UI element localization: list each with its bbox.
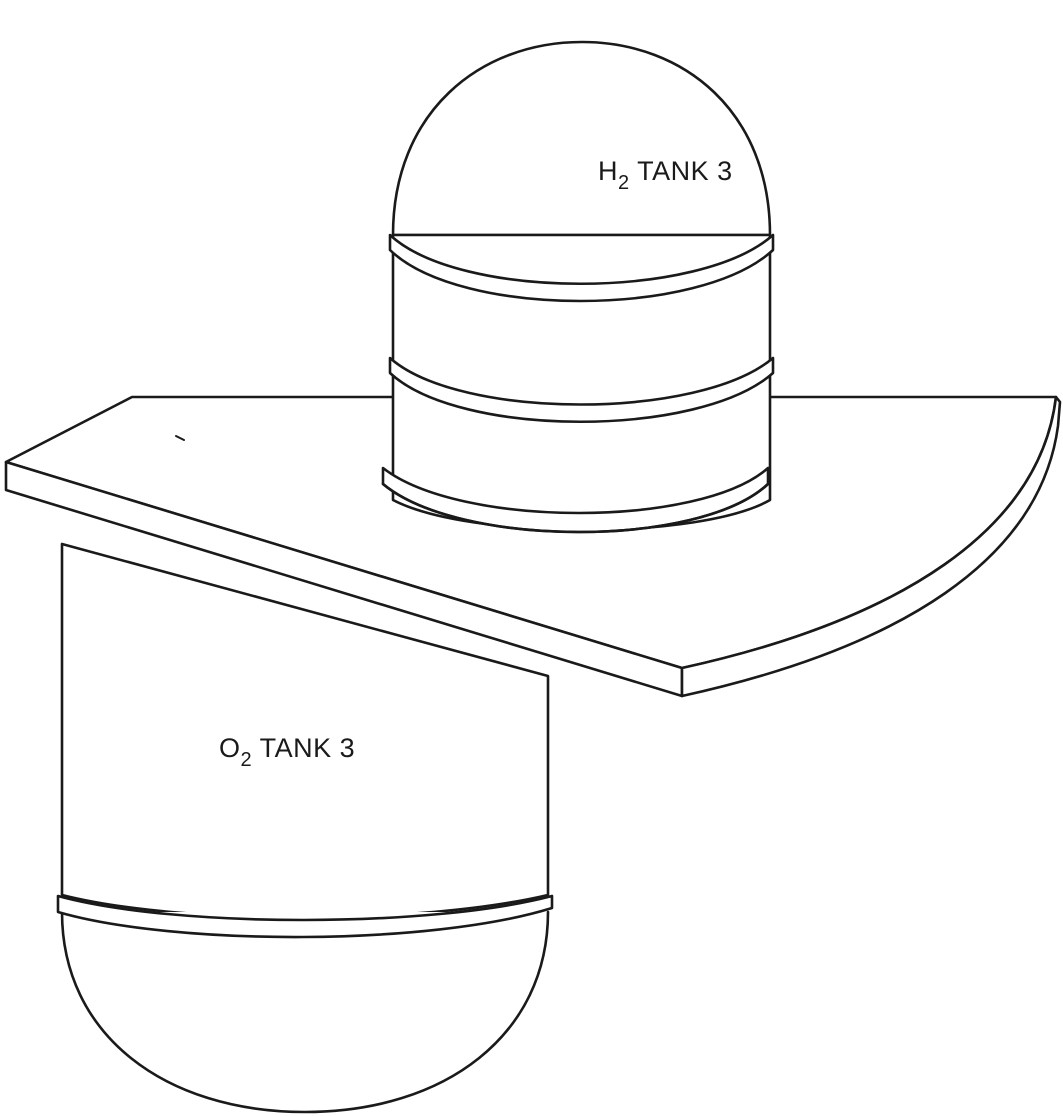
shelf-curved-edge [680, 395, 1062, 698]
shelf-plate [4, 395, 1062, 698]
o2-tank-bottom-dome [60, 910, 550, 1114]
h2-tank-base-edge [381, 482, 770, 534]
o2-tank-label: O2 TANK 3 [219, 733, 355, 771]
h2-tank [381, 40, 775, 534]
h2-tank-band-middle [388, 356, 775, 423]
h2-tank-label-prefix: H [598, 156, 618, 186]
o2-tank-label-subscript: 2 [241, 749, 253, 771]
h2-tank-label-subscript: 2 [618, 172, 630, 194]
h2-tank-band-upper [388, 233, 775, 303]
o2-tank [56, 542, 554, 1114]
shelf-mark [175, 435, 185, 441]
o2-tank-label-prefix: O [219, 733, 241, 763]
o2-tank-label-suffix: TANK 3 [252, 733, 355, 763]
o2-tank-weld-band [56, 894, 554, 939]
h2-tank-top-dome [391, 40, 772, 237]
h2-tank-label: H2 TANK 3 [598, 156, 733, 194]
h2-tank-label-suffix: TANK 3 [630, 156, 733, 186]
